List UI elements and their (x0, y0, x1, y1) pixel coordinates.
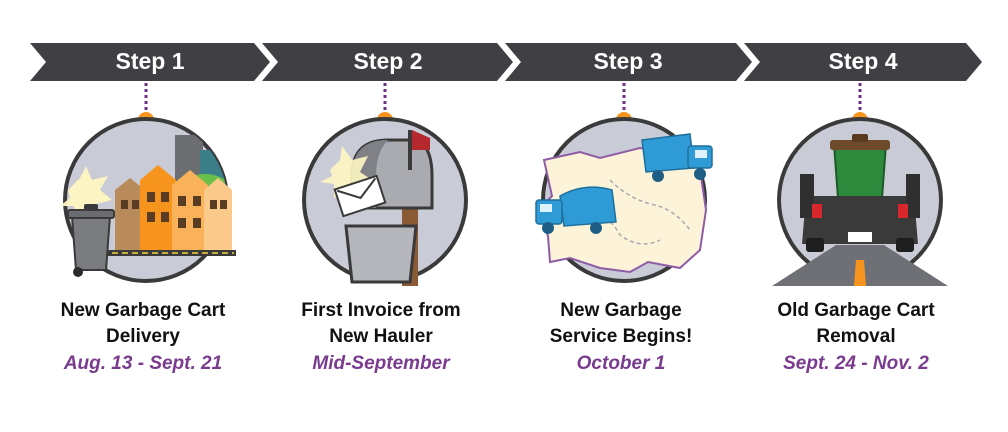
step-2-date: Mid-September (312, 353, 450, 374)
step-2-title-line1: First Invoice from (301, 300, 461, 321)
step-1-caption: New Garbage Cart Delivery Aug. 13 - Sept… (38, 298, 248, 378)
garbage-cart-houses-icon (60, 117, 236, 283)
garbage-trucks-map-icon (535, 117, 713, 283)
step-3-label: Step 3 (593, 48, 663, 74)
step-4-title-line1: Old Garbage Cart (777, 300, 935, 321)
step-3-title-line1: New Garbage (560, 300, 682, 321)
step-2-label: Step 2 (353, 48, 423, 74)
step-1-date: Aug. 13 - Sept. 21 (63, 353, 223, 374)
step-3-title-line2: Service Begins! (549, 326, 693, 347)
step-4-caption: Old Garbage Cart Removal Sept. 24 - Nov.… (751, 298, 961, 378)
step-4-title-line2: Removal (816, 326, 896, 347)
step-1-title-line2: Delivery (106, 326, 180, 347)
step-1-label: Step 1 (115, 48, 185, 74)
mailbox-letter-icon (302, 117, 468, 286)
step-4-label: Step 4 (828, 48, 898, 74)
step-1-chevron (30, 43, 270, 81)
step-2-caption: First Invoice from New Hauler Mid-Septem… (276, 298, 486, 378)
step-2-title-line2: New Hauler (329, 326, 433, 347)
step-4-date: Sept. 24 - Nov. 2 (783, 353, 929, 374)
pickup-truck-cart-icon (772, 117, 948, 286)
step-3-caption: New Garbage Service Begins! October 1 (516, 298, 726, 378)
step-4-chevron (744, 43, 982, 81)
step-3-chevron (505, 43, 752, 81)
step-2-chevron (262, 43, 513, 81)
step-1-title-line1: New Garbage Cart (60, 300, 226, 321)
step-3-date: October 1 (576, 353, 666, 374)
